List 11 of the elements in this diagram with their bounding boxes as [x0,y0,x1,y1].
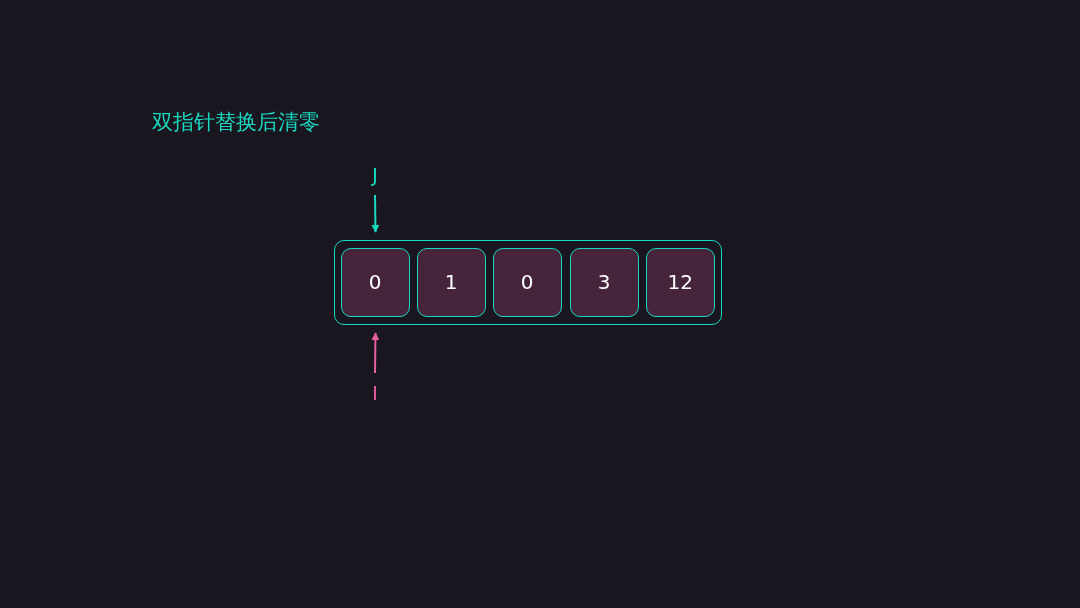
array-cell: 0 [492,247,562,317]
array-cell: 3 [569,247,639,317]
array-cell: 12 [645,247,715,317]
title: 双指针替换后清零 [152,109,320,136]
array-cell: 0 [340,247,410,317]
arrow [371,194,380,233]
array-cell: 1 [416,247,486,317]
pointer-label: I [360,378,390,408]
array-container [334,240,722,325]
pointer-label: J [360,160,390,190]
arrow [371,332,380,374]
